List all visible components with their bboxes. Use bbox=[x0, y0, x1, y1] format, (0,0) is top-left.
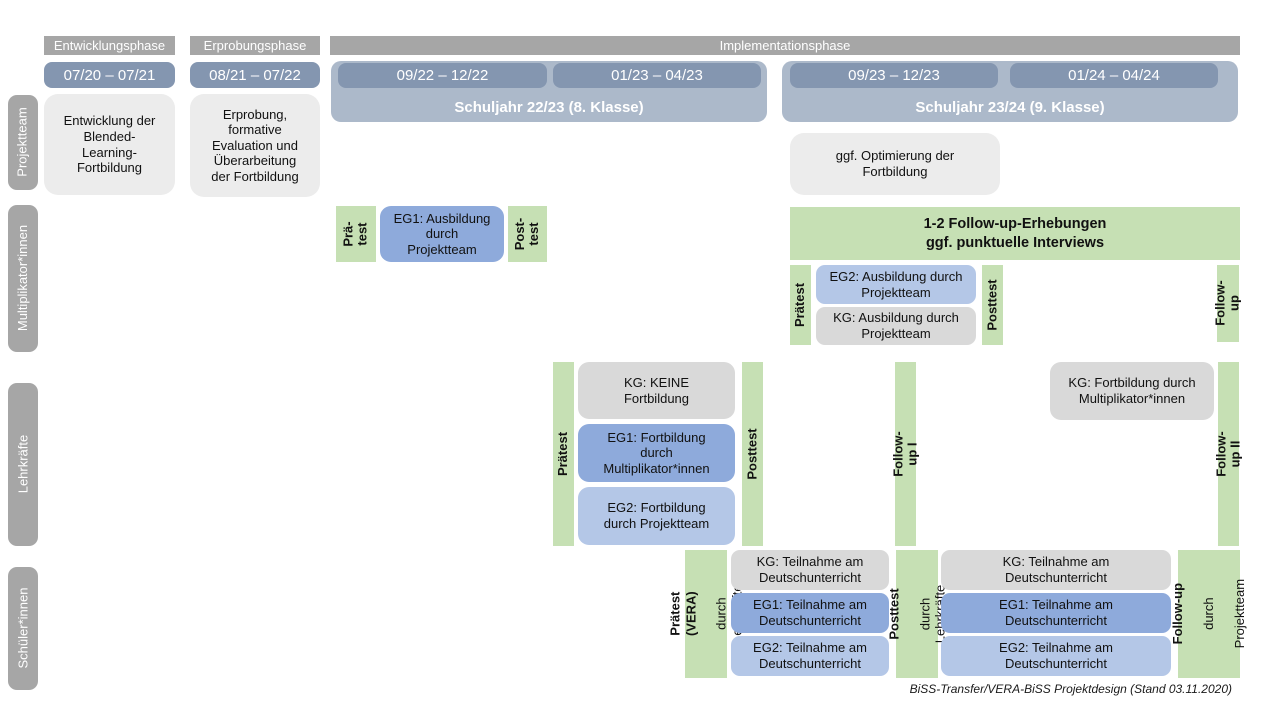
row-label-schueler: Schüler*innen bbox=[14, 588, 30, 669]
test-bar-praetest-lehrkraefte: Prätest bbox=[553, 362, 574, 546]
followup-schueler-line1: Follow-up bbox=[1170, 583, 1186, 645]
phase-header-erprobungsphase: Erprobungsphase bbox=[190, 36, 320, 55]
date-bar-09-22-12-22: 09/22 – 12/22 bbox=[338, 63, 547, 88]
diagram-caption: BiSS-Transfer/VERA-BiSS Projektdesign (S… bbox=[909, 682, 1232, 696]
test-bar-praetest-multiplikatoren-2-label: Prätest bbox=[792, 282, 808, 328]
box-entwicklung-fortbildung: Entwicklung der Blended- Learning- Fortb… bbox=[44, 94, 175, 195]
date-bar-erprobung: 08/21 – 07/22 bbox=[190, 62, 320, 88]
box-kg-teilnahme-deutsch-2: KG: Teilnahme am Deutschunterricht bbox=[941, 550, 1171, 590]
test-bar-followup-1-label: Follow-up I bbox=[890, 431, 920, 477]
test-bar-posttest-lehrkraefte-label: Posttest bbox=[744, 428, 760, 480]
test-bar-posttest-multiplikatoren-2: Posttest bbox=[982, 265, 1003, 345]
schuljahr-22-23-label: Schuljahr 22/23 (8. Klasse) bbox=[454, 98, 644, 116]
phase-header-entwicklungsphase: Entwicklungsphase bbox=[44, 36, 175, 55]
test-bar-posttest-multiplikatoren-2-label: Posttest bbox=[984, 279, 1000, 331]
posttest-schueler-line1: Posttest bbox=[886, 588, 902, 640]
row-rail-schueler: Schüler*innen bbox=[8, 567, 38, 690]
test-bar-posttest-multiplikatoren-1-label: Post- test bbox=[512, 217, 542, 251]
box-eg2-teilnahme-deutsch-2: EG2: Teilnahme am Deutschunterricht bbox=[941, 636, 1171, 676]
phase-header-implementationsphase: Implementationsphase bbox=[330, 36, 1240, 55]
box-optimierung-fortbildung: ggf. Optimierung der Fortbildung bbox=[790, 133, 1000, 195]
box-eg1-teilnahme-deutsch-1: EG1: Teilnahme am Deutschunterricht bbox=[731, 593, 889, 633]
box-kg-fortbildung-multiplikatoren: KG: Fortbildung durch Multiplikator*inne… bbox=[1050, 362, 1214, 420]
test-bar-followup-1: Follow-up I bbox=[890, 362, 920, 546]
box-eg2-fortbildung-projektteam: EG2: Fortbildung durch Projektteam bbox=[578, 487, 735, 545]
test-bar-posttest-schueler: Posttest durch Lehrkräfte bbox=[886, 550, 947, 678]
test-bar-praetest-vera: Prätest (VERA) durch Lehrkräfte bbox=[668, 550, 744, 678]
test-bar-praetest-lehrkraefte-label: Prätest bbox=[555, 431, 571, 477]
row-label-multiplikatoren: Multiplikator*innen bbox=[14, 225, 30, 332]
date-bar-09-23-12-23: 09/23 – 12/23 bbox=[790, 63, 998, 88]
test-bar-praetest-multiplikatoren-1-label: Prä- test bbox=[340, 221, 370, 247]
box-eg1-ausbildung-projektteam: EG1: Ausbildung durch Projektteam bbox=[380, 206, 504, 262]
praetest-vera-line1: Prätest (VERA) bbox=[667, 591, 699, 637]
box-erprobung-evaluation: Erprobung, formative Evaluation und Über… bbox=[190, 94, 320, 197]
box-eg2-teilnahme-deutsch-1: EG2: Teilnahme am Deutschunterricht bbox=[731, 636, 889, 676]
test-bar-followup-multiplikatoren: Follow-up bbox=[1212, 265, 1242, 342]
test-bar-followup-schueler: Follow-up durch Projektteam bbox=[1171, 550, 1247, 678]
test-bar-followup-schueler-label: Follow-up durch Projektteam bbox=[1155, 579, 1262, 648]
test-bar-posttest-lehrkraefte: Posttest bbox=[742, 362, 763, 546]
test-bar-praetest-multiplikatoren-1: Prä- test bbox=[336, 206, 376, 262]
row-rail-projektteam: Projektteam bbox=[8, 95, 38, 190]
row-label-projektteam: Projektteam bbox=[14, 107, 30, 178]
box-eg1-teilnahme-deutsch-2: EG1: Teilnahme am Deutschunterricht bbox=[941, 593, 1171, 633]
row-rail-multiplikatoren: Multiplikator*innen bbox=[8, 205, 38, 352]
box-eg2-ausbildung-projektteam: EG2: Ausbildung durch Projektteam bbox=[816, 265, 976, 304]
box-kg-ausbildung-projektteam: KG: Ausbildung durch Projektteam bbox=[816, 307, 976, 345]
test-bar-followup-multiplikatoren-label: Follow-up bbox=[1212, 280, 1242, 327]
box-eg1-fortbildung-multiplikatoren: EG1: Fortbildung durch Multiplikator*inn… bbox=[578, 424, 735, 482]
date-bar-entwicklung: 07/20 – 07/21 bbox=[44, 62, 175, 88]
test-bar-followup-2-label: Follow-up II bbox=[1213, 431, 1243, 477]
followup-schueler-line2: durch bbox=[1201, 597, 1217, 631]
row-rail-lehrkraefte: Lehrkräfte bbox=[8, 383, 38, 546]
followup-schueler-line3: Projektteam bbox=[1231, 579, 1247, 649]
box-kg-teilnahme-deutsch-1: KG: Teilnahme am Deutschunterricht bbox=[731, 550, 889, 590]
row-label-lehrkraefte: Lehrkräfte bbox=[14, 435, 30, 494]
test-bar-followup-2: Follow-up II bbox=[1213, 362, 1243, 546]
test-bar-praetest-multiplikatoren-2: Prätest bbox=[790, 265, 811, 345]
box-followup-erhebungen: 1-2 Follow-up-Erhebungen ggf. punktuelle… bbox=[790, 207, 1240, 260]
schuljahr-23-24-label: Schuljahr 23/24 (9. Klasse) bbox=[915, 98, 1105, 116]
test-bar-posttest-multiplikatoren-1: Post- test bbox=[508, 206, 547, 262]
date-bar-01-24-04-24: 01/24 – 04/24 bbox=[1010, 63, 1218, 88]
box-kg-keine-fortbildung: KG: KEINE Fortbildung bbox=[578, 362, 735, 419]
date-bar-01-23-04-23: 01/23 – 04/23 bbox=[553, 63, 761, 88]
